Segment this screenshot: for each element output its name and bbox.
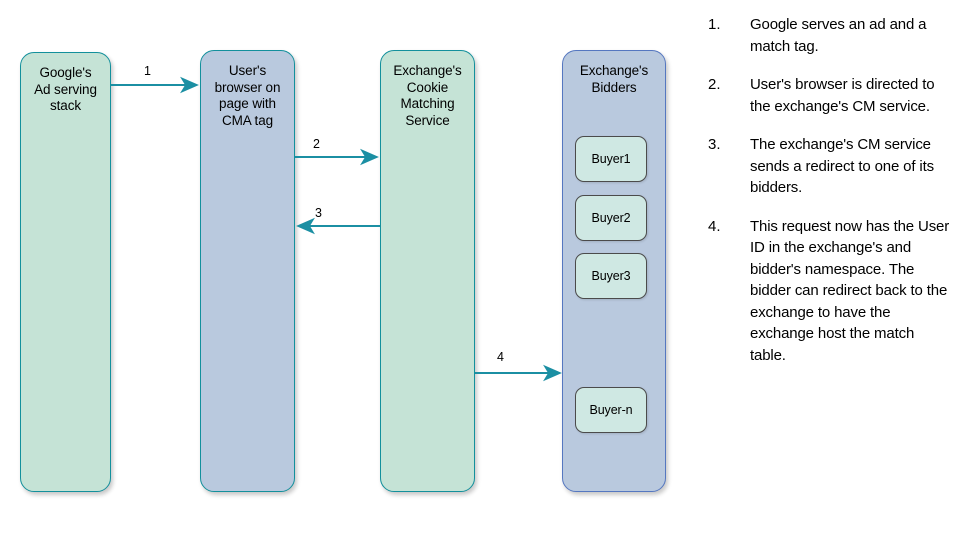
bidder-label: Buyer2: [591, 211, 631, 225]
step-item: 1. Google serves an ad and a match tag.: [708, 14, 952, 57]
step-item: 3. The exchange's CM service sends a red…: [708, 134, 952, 199]
bidder-box-buyer1: Buyer1: [575, 136, 647, 182]
step-number: 4.: [708, 217, 721, 235]
arrow-label-4: 4: [497, 350, 504, 364]
node-users-browser: User's browser on page with CMA tag: [200, 50, 295, 492]
node-label: Google's Ad serving stack: [34, 65, 97, 113]
node-label: Exchange's Cookie Matching Service: [393, 63, 462, 128]
node-google-ad-serving-stack: Google's Ad serving stack: [20, 52, 111, 492]
arrow-label-3: 3: [315, 206, 322, 220]
step-text: The exchange's CM service sends a redire…: [750, 136, 934, 196]
bidder-box-buyer2: Buyer2: [575, 195, 647, 241]
step-number: 2.: [708, 76, 721, 93]
step-text: Google serves an ad and a match tag.: [750, 16, 927, 55]
bidder-label: Buyer-n: [589, 403, 633, 417]
bidder-box-buyer-n: Buyer-n: [575, 387, 647, 433]
node-exchange-cookie-matching-service: Exchange's Cookie Matching Service: [380, 50, 475, 492]
step-text: User's browser is directed to the exchan…: [750, 76, 935, 115]
step-text: This request now has the User ID in the …: [750, 217, 950, 364]
steps-list: 1. Google serves an ad and a match tag. …: [708, 14, 952, 383]
node-label: User's browser on page with CMA tag: [214, 63, 281, 128]
node-label: Exchange's Bidders: [579, 63, 649, 95]
bidder-label: Buyer3: [591, 269, 631, 283]
step-item: 2. User's browser is directed to the exc…: [708, 74, 952, 117]
step-item: 4. This request now has the User ID in t…: [708, 216, 952, 367]
bidder-label: Buyer1: [591, 152, 631, 166]
arrow-label-2: 2: [313, 137, 320, 151]
step-number: 3.: [708, 136, 721, 153]
arrow-label-1: 1: [144, 64, 151, 78]
bidder-box-buyer3: Buyer3: [575, 253, 647, 299]
step-number: 1.: [708, 16, 721, 33]
